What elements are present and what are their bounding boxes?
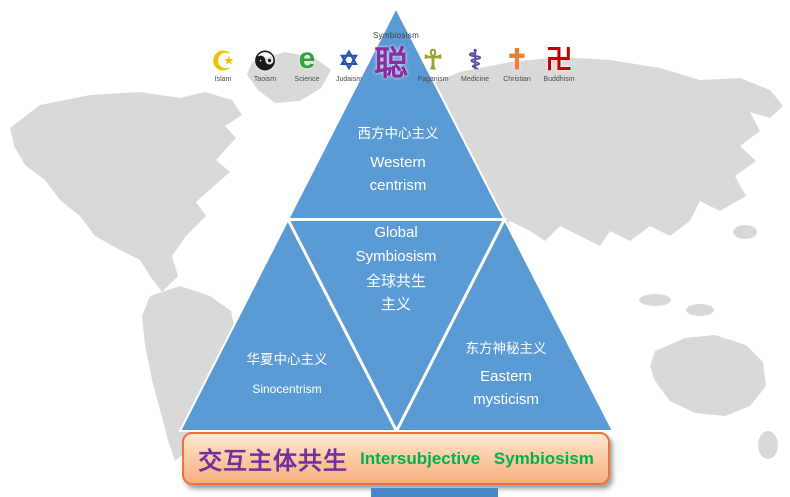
intersubjective-banner: 交互主体共生 Intersubjective Symbiosism xyxy=(182,432,610,485)
map-island-1 xyxy=(733,225,757,239)
section-sinocentrism: 华夏中心主义 Sinocentrism xyxy=(227,348,347,398)
science-label: Science xyxy=(294,76,320,83)
section-western-centrism: 西方中心主义 Western centrism xyxy=(328,122,468,197)
islam-icon: ☪ xyxy=(211,46,235,76)
paganism-label: Paganism xyxy=(417,76,449,83)
symbol-islam: ☪Islam xyxy=(203,48,243,83)
pyramid-inner-divider xyxy=(285,218,507,435)
eastern-mysticism-zh: 东方神秘主义 xyxy=(465,341,547,356)
map-island-3 xyxy=(686,304,714,316)
sinocentrism-en: Sinocentrism xyxy=(252,382,322,396)
global-symbiosism-zh: 全球共生主义 xyxy=(365,273,426,313)
taoism-icon: ☯ xyxy=(253,46,277,76)
map-eurasia xyxy=(340,57,783,246)
symbol-cong-character: 聪 xyxy=(371,47,411,83)
taoism-label: Taoism xyxy=(253,76,277,83)
paganism-icon: ☥ xyxy=(422,45,444,75)
map-island-2 xyxy=(639,294,671,306)
medicine-label: Medicine xyxy=(460,76,489,83)
banner-en: Intersubjective Symbiosism xyxy=(360,448,594,468)
symbol-paganism: ☥Paganism xyxy=(413,45,453,84)
medicine-icon: ⚕ xyxy=(467,45,483,75)
section-eastern-mysticism: 东方神秘主义 Eastern mysticism xyxy=(446,337,566,411)
judaism-icon: ✡ xyxy=(338,47,360,75)
western-centrism-zh: 西方中心主义 xyxy=(357,126,439,141)
judaism-label: Judaism xyxy=(335,76,363,83)
map-south-america xyxy=(142,286,236,461)
western-centrism-en: Western centrism xyxy=(369,154,427,194)
symbol-christian: ✝Christian xyxy=(497,44,537,84)
buddhism-label: Buddhism xyxy=(543,76,575,83)
symbol-judaism: ✡Judaism xyxy=(329,47,369,84)
science-icon: e xyxy=(298,42,316,75)
symbol-medicine: ⚕Medicine xyxy=(455,45,495,84)
islam-label: Islam xyxy=(214,76,232,83)
map-north-america xyxy=(10,92,242,292)
map-island-4 xyxy=(758,431,778,459)
map-greenland xyxy=(247,52,331,103)
map-australia xyxy=(650,335,766,416)
bottom-blue-bar xyxy=(371,488,498,497)
christian-label: Christian xyxy=(503,76,531,83)
apex-label: Symbiosism xyxy=(372,31,420,40)
symbol-taoism: ☯Taoism xyxy=(245,48,285,83)
buddhism-icon: 卍 xyxy=(545,45,573,75)
sinocentrism-zh: 华夏中心主义 xyxy=(246,352,328,367)
cong-character-icon: 聪 xyxy=(374,45,408,83)
christian-icon: ✝ xyxy=(505,44,529,75)
banner-zh: 交互主体共生 xyxy=(198,448,349,475)
global-symbiosism-en: Global Symbiosism xyxy=(355,224,437,265)
eastern-mysticism-en: Eastern mysticism xyxy=(473,368,539,408)
section-global-symbiosism: Global Symbiosism 全球共生主义 xyxy=(336,221,456,316)
